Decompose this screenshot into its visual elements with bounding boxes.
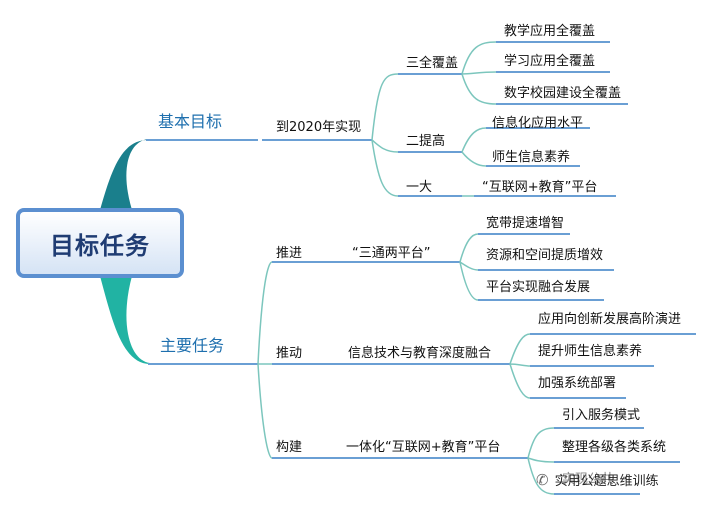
node-realize-public[interactable]: 实现公共 (562, 472, 615, 487)
node-it-application-level[interactable]: 信息化应用水平 (492, 116, 584, 131)
root-label: 目标任务 (50, 231, 150, 260)
branch-upper-connector (100, 139, 148, 210)
node-drive[interactable]: 推动 (276, 346, 303, 361)
watermark-text: 实用公题思维训练 (554, 474, 659, 489)
node-three-links-two-platforms[interactable]: “三通两平台” (352, 246, 431, 261)
wechat-icon: ✆ (536, 470, 549, 489)
connector-level4-upper (461, 41, 497, 197)
node-improve-literacy[interactable]: 提升师生信息素养 (538, 344, 643, 359)
branch-lower-connector (100, 276, 150, 364)
node-main-task[interactable]: 主要任务 (160, 336, 225, 355)
node-integrated-platform[interactable]: 一体化“互联网+教育”平台 (346, 440, 501, 455)
watermark: ✆ 实用公题思维训练 (536, 470, 659, 490)
node-teacher-student-literacy[interactable]: 师生信息素养 (492, 150, 571, 165)
node-one-big[interactable]: 一大 (406, 180, 433, 195)
node-digital-campus[interactable]: 数字校园建设全覆盖 (504, 86, 622, 101)
node-platform-fusion[interactable]: 平台实现融合发展 (486, 280, 591, 295)
node-organize-systems[interactable]: 整理各级各类系统 (562, 440, 667, 455)
node-innovation-advance[interactable]: 应用向创新发展高阶演进 (538, 312, 682, 327)
node-learning-coverage[interactable]: 学习应用全覆盖 (504, 54, 596, 69)
node-service-model[interactable]: 引入服务模式 (562, 408, 641, 423)
node-build[interactable]: 构建 (276, 440, 303, 455)
node-resources-space[interactable]: 资源和空间提质增效 (486, 248, 604, 263)
node-it-edu-fusion[interactable]: 信息技术与教育深度融合 (348, 346, 492, 361)
node-by-2020[interactable]: 到2020年实现 (276, 120, 362, 135)
root-node[interactable]: 目标任务 (16, 208, 184, 278)
node-promote[interactable]: 推进 (276, 246, 303, 261)
node-internet-edu-platform[interactable]: “互联网+教育”平台 (482, 180, 598, 195)
node-teaching-coverage[interactable]: 教学应用全覆盖 (504, 24, 596, 39)
node-three-coverage[interactable]: 三全覆盖 (406, 56, 459, 71)
connector-level4-lower (459, 233, 555, 495)
node-basic-goal[interactable]: 基本目标 (158, 112, 223, 131)
node-system-deployment[interactable]: 加强系统部署 (538, 376, 617, 391)
node-broadband[interactable]: 宽带提速增智 (486, 216, 565, 231)
connector-main-task (257, 261, 273, 459)
connector-level3 (371, 73, 399, 197)
node-two-improve[interactable]: 二提高 (406, 134, 446, 149)
